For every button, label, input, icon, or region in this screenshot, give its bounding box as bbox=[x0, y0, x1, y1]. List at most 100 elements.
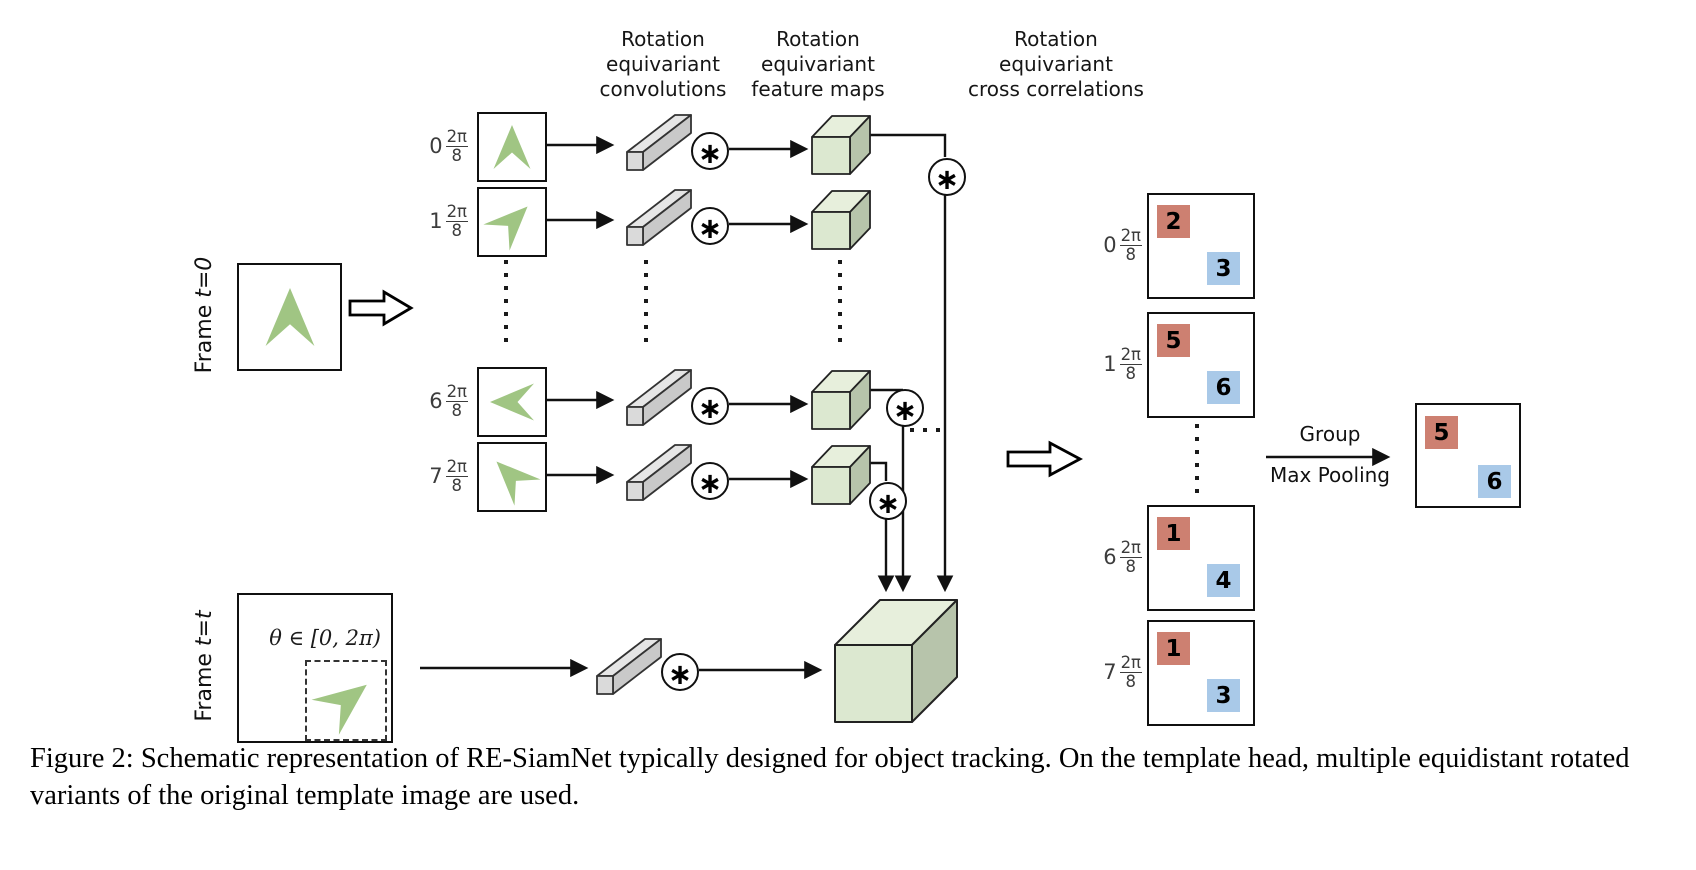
convolution-operator-icon-search: ∗ bbox=[661, 653, 699, 691]
feature-map-cube-0 bbox=[811, 115, 871, 175]
convolution-operator-icon-1: ∗ bbox=[691, 207, 729, 245]
rotation-index: 7 bbox=[1103, 660, 1117, 684]
frame-label-prefix: Frame bbox=[192, 646, 217, 722]
header-convolutions: Rotation equivariant convolutions bbox=[533, 27, 793, 102]
conv-kernel-bar-search bbox=[596, 638, 662, 695]
dart-icon-1 bbox=[483, 206, 528, 251]
score-map-box-0: 2 3 bbox=[1147, 193, 1255, 299]
header-line: Rotation bbox=[621, 27, 705, 51]
feature-map-cube-6 bbox=[811, 370, 871, 430]
stacked-feature-cube bbox=[834, 599, 958, 723]
frame-label-prefix: Frame bbox=[192, 297, 217, 374]
ellipsis-dots-kernels bbox=[644, 260, 648, 346]
cross-correlation-operator-icon-0: ∗ bbox=[928, 158, 966, 196]
frame-label-var: t=t bbox=[192, 610, 217, 647]
conv-kernel-bars bbox=[596, 114, 692, 695]
dart-icon-7 bbox=[496, 461, 541, 506]
conv-kernel-bar-6 bbox=[626, 369, 692, 426]
connector-featuremap0-to-op bbox=[851, 133, 947, 157]
header-line: equivariant bbox=[606, 52, 720, 76]
pooled-score-box: 5 6 bbox=[1415, 403, 1521, 508]
convolution-operator-icon-0: ∗ bbox=[691, 132, 729, 170]
score-blue-badge: 3 bbox=[1207, 679, 1240, 712]
score-blue-badge: 6 bbox=[1207, 371, 1240, 404]
convolution-operator-icon-7: ∗ bbox=[691, 462, 729, 500]
search-dart-icon bbox=[311, 684, 367, 735]
score-map-box-7: 1 3 bbox=[1147, 620, 1255, 726]
cross-correlation-operator-icon-7: ∗ bbox=[869, 482, 907, 520]
dart-icon-0 bbox=[493, 125, 531, 169]
dart-icon-6 bbox=[490, 383, 534, 421]
conv-kernel-bar-7 bbox=[626, 444, 692, 501]
convolution-operator-icon-6: ∗ bbox=[691, 387, 729, 425]
block-arrow-score-maps bbox=[1006, 440, 1083, 478]
group-max-pooling-label-bottom: Max Pooling bbox=[1269, 463, 1390, 487]
score-blue-badge: 4 bbox=[1207, 564, 1240, 597]
rotation-index: 7 bbox=[429, 464, 443, 488]
template-dart-icon bbox=[265, 287, 314, 347]
ellipsis-dots-boxes bbox=[504, 260, 508, 346]
header-line: Rotation bbox=[1014, 27, 1098, 51]
score-red-badge: 1 bbox=[1157, 517, 1190, 550]
conv-kernel-bar-1 bbox=[626, 189, 692, 246]
header-line: equivariant bbox=[999, 52, 1113, 76]
block-arrow-template-head bbox=[348, 289, 414, 327]
score-red-badge: 2 bbox=[1157, 205, 1190, 238]
cross-correlation-operator-icon-6: ∗ bbox=[886, 389, 924, 427]
score-map-box-1: 5 6 bbox=[1147, 312, 1255, 418]
header-line: feature maps bbox=[751, 77, 885, 101]
frame-tt-label: Frame t=t bbox=[192, 581, 218, 751]
feature-map-cube-7 bbox=[811, 445, 871, 505]
pooled-red-badge: 5 bbox=[1425, 416, 1458, 449]
search-target-dashed-box bbox=[305, 660, 387, 741]
theta-range-label: θ ∈ [0, 2π) bbox=[269, 626, 381, 650]
header-cross-correlations: Rotation equivariant cross correlations bbox=[926, 27, 1186, 102]
feature-map-cubes bbox=[811, 115, 871, 505]
ellipsis-dots-featuremaps bbox=[838, 260, 842, 346]
rotation-index: 0 bbox=[1103, 233, 1117, 257]
row-arrows bbox=[420, 135, 1391, 680]
cross-correlation-connectors bbox=[851, 133, 954, 593]
frame-t0-image-box bbox=[237, 263, 342, 371]
frame-t0-label: Frame t=0 bbox=[192, 230, 218, 400]
conv-kernel-bar-0 bbox=[626, 114, 692, 171]
rotation-index: 1 bbox=[1103, 352, 1117, 376]
score-red-badge: 1 bbox=[1157, 632, 1190, 665]
header-line: equivariant bbox=[761, 52, 875, 76]
rotated-template-box-1 bbox=[477, 187, 547, 257]
header-line: convolutions bbox=[599, 77, 727, 101]
header-line: cross correlations bbox=[968, 77, 1144, 101]
frame-label-var: t=0 bbox=[192, 256, 217, 298]
rotation-index: 6 bbox=[429, 389, 443, 413]
rotated-template-box-6 bbox=[477, 367, 547, 437]
score-blue-badge: 3 bbox=[1207, 252, 1240, 285]
rotated-template-box-7 bbox=[477, 442, 547, 512]
rotated-template-box-0 bbox=[477, 112, 547, 182]
group-max-pooling-label-top: Group bbox=[1299, 422, 1361, 446]
feature-map-cube-1 bbox=[811, 190, 871, 250]
figure-caption: Figure 2: Schematic representation of RE… bbox=[30, 743, 1630, 811]
header-feature-maps: Rotation equivariant feature maps bbox=[688, 27, 948, 102]
rotation-index: 6 bbox=[1103, 545, 1117, 569]
ellipsis-dots-score-maps bbox=[1195, 424, 1199, 500]
header-line: Rotation bbox=[776, 27, 860, 51]
score-red-badge: 5 bbox=[1157, 324, 1190, 357]
rotation-index: 0 bbox=[429, 134, 443, 158]
rotation-index: 1 bbox=[429, 209, 443, 233]
